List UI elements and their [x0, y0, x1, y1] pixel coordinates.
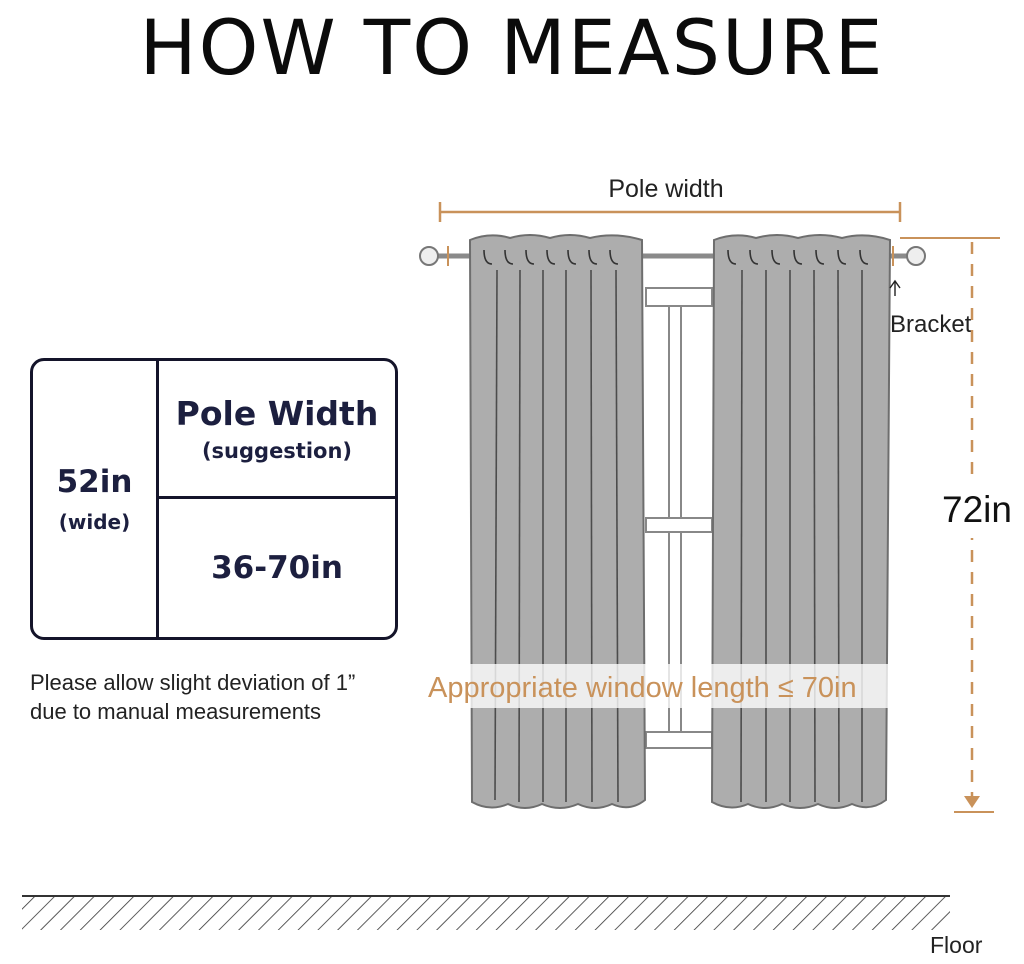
deviation-note-line-1: Please allow slight deviation of 1” — [30, 670, 356, 695]
pole-width-table: 52in (wide) Pole Width (suggestion) 36-7… — [30, 358, 398, 640]
bracket-arrow — [889, 279, 901, 296]
bracket-label: Bracket — [890, 311, 972, 338]
deviation-note-line-2: due to manual measurements — [30, 699, 322, 724]
pole-width-heading-cell: Pole Width (suggestion) — [159, 361, 395, 499]
pole-width-range-cell: 36-70in — [159, 499, 395, 637]
pole-width-range: 36-70in — [211, 550, 343, 586]
pole-width-note: (suggestion) — [201, 439, 353, 463]
pole-width-label: Pole width — [608, 175, 723, 203]
curtain-width-note: (wide) — [58, 510, 131, 534]
page-title: HOW TO MEASURE — [139, 3, 885, 92]
window-length-label: Appropriate window length ≤ 70in — [428, 672, 857, 704]
length-dimension — [900, 237, 1024, 813]
floor-label: Floor — [930, 932, 983, 958]
curtain-width-value: 52in — [56, 464, 133, 500]
pole-width-dimension — [438, 202, 902, 266]
length-label: 72in — [942, 489, 1012, 530]
floor — [22, 895, 950, 930]
window-length-band — [428, 664, 930, 708]
deviation-note: Please allow slight deviation of 1” due … — [30, 668, 430, 726]
left-curtain-panel — [468, 234, 647, 809]
right-curtain-panel — [710, 234, 892, 809]
curtain-width-cell: 52in (wide) — [33, 361, 159, 637]
pole-width-heading: Pole Width — [175, 394, 379, 433]
